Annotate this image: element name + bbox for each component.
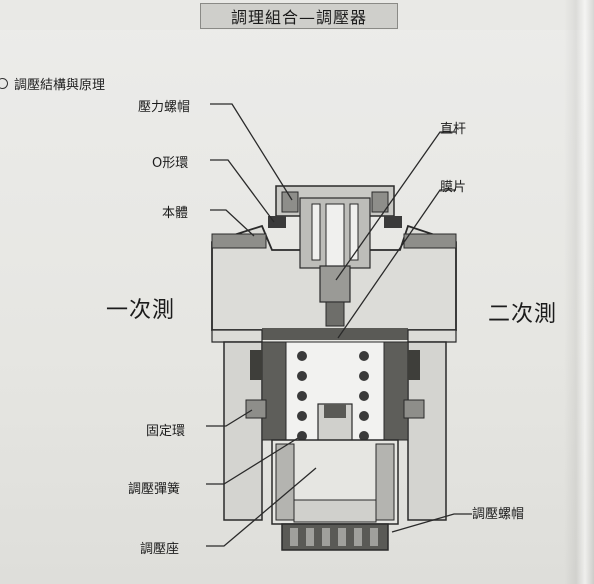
label-stem: 直杆: [440, 122, 467, 137]
circle-bullet-icon: [0, 78, 8, 89]
label-regulating-nut: 調壓螺帽: [472, 507, 525, 522]
stem-part: [299, 197, 371, 327]
leader-retaining-ring: [206, 409, 253, 427]
leader-regulating-spring: [206, 437, 299, 485]
label-primary-side: 一次測: [106, 298, 176, 323]
page-curl-shadow: [564, 0, 594, 584]
label-regulating-seat: 調壓座: [140, 542, 180, 557]
section-heading: 調壓結構與原理: [0, 74, 105, 93]
leader-regulating-nut: [391, 513, 472, 533]
leader-stem: [335, 131, 456, 281]
label-diaphragm: 膜片: [440, 180, 467, 195]
page-title: 調理組合—調壓器: [200, 3, 398, 29]
diaphragm-part: [211, 328, 457, 343]
leader-body: [210, 209, 255, 237]
label-o-ring: O形環: [152, 156, 189, 171]
section-heading-text: 調壓結構與原理: [14, 78, 106, 93]
label-regulating-spring: 調壓彈簧: [128, 482, 181, 497]
leader-diaphragm: [337, 189, 456, 339]
retaining-ring-part: [245, 399, 425, 419]
label-retaining-ring: 固定環: [146, 424, 186, 439]
regulating-nut-part: [281, 523, 389, 551]
leader-o-ring: [210, 159, 275, 223]
leader-pressure-cap: [210, 103, 293, 201]
label-body: 本體: [162, 206, 189, 221]
label-pressure-cap: 壓力螺帽: [138, 100, 191, 115]
leader-lines: [206, 103, 472, 547]
regulating-seat-part: [271, 439, 399, 525]
label-secondary-side: 二次測: [488, 302, 558, 327]
leader-regulating-seat: [206, 467, 317, 547]
